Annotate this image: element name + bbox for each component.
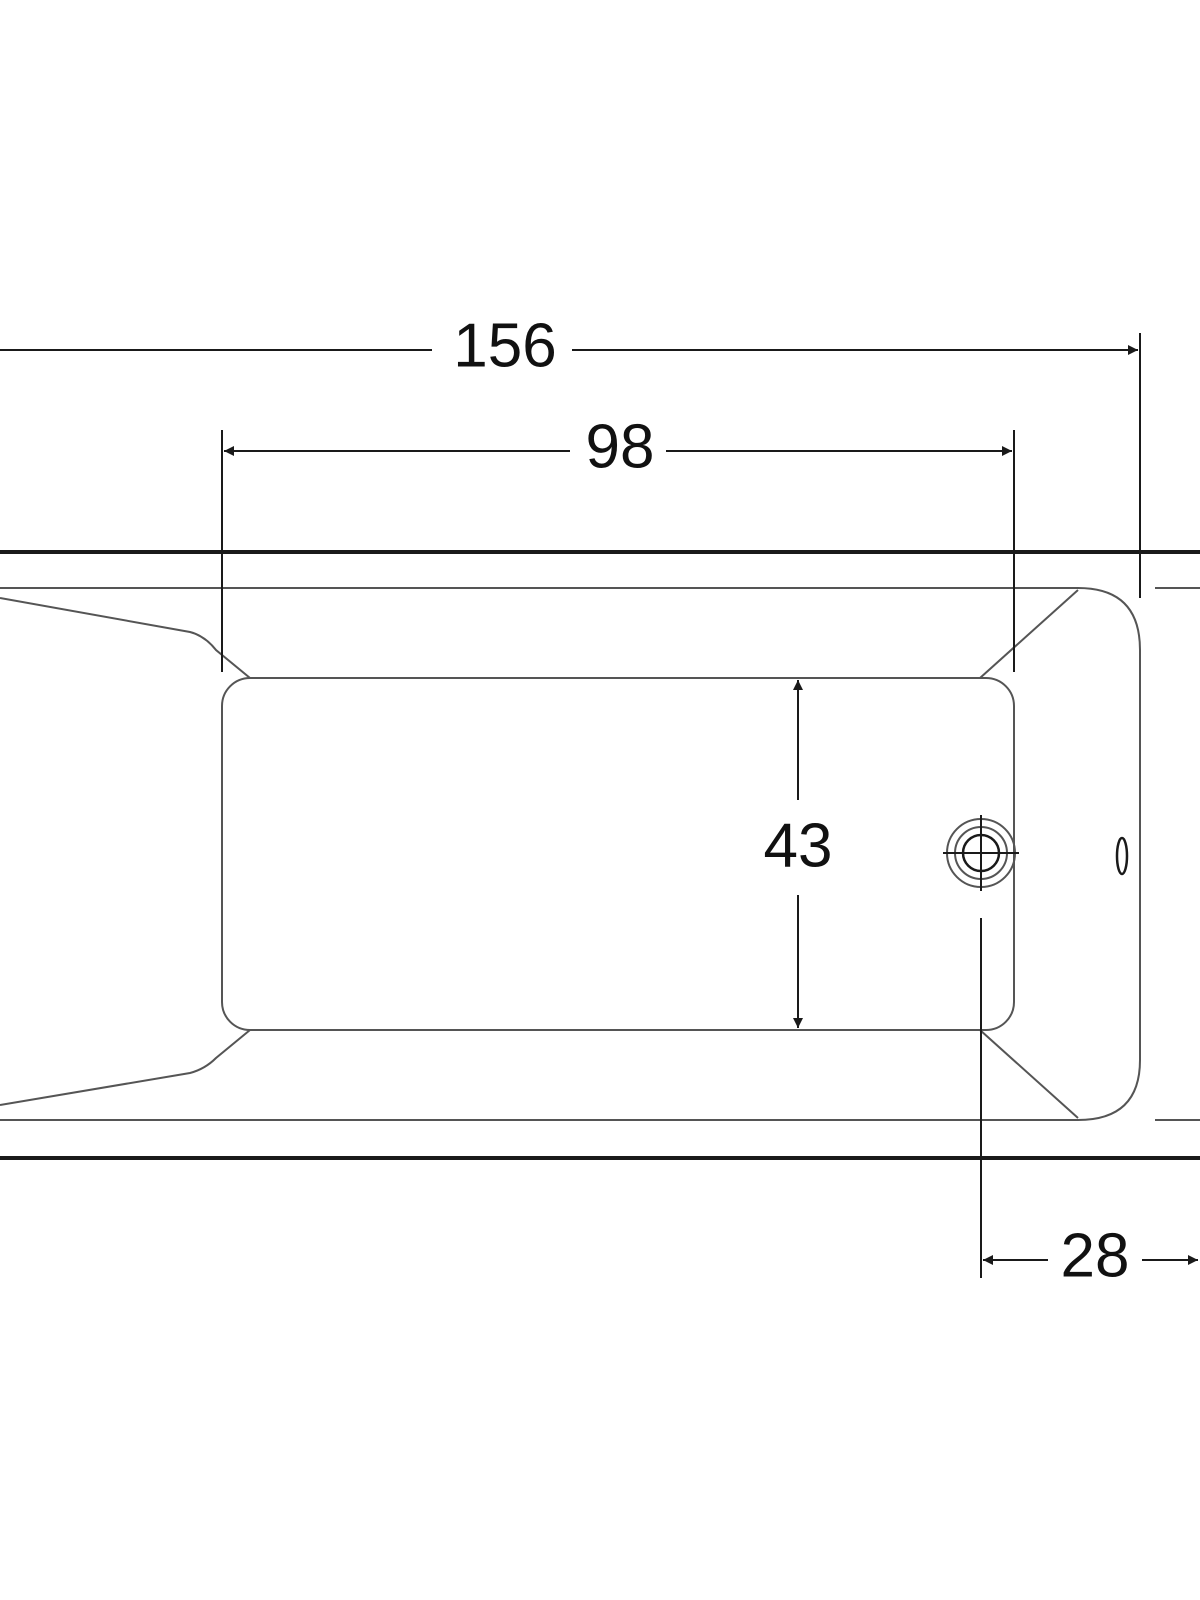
headrest-slope-top [0, 597, 251, 679]
overflow-icon [1115, 836, 1129, 876]
dimension-label-98: 98 [586, 412, 655, 481]
foot-chamfer-top [979, 589, 1079, 679]
dimension-label-43: 43 [764, 811, 833, 880]
tub-inner-rim [0, 587, 1141, 1121]
dimension-overall-length: 156 [0, 311, 1138, 380]
dimension-basin-length: 98 [224, 412, 1012, 481]
inner-basin [221, 677, 1015, 1031]
drain-icon [943, 815, 1019, 891]
dimension-label-156: 156 [453, 311, 556, 380]
dimension-drain-offset: 28 [983, 1221, 1198, 1290]
dimension-basin-width: 43 [764, 680, 833, 1028]
foot-chamfer-bottom [979, 1029, 1079, 1119]
dimension-label-28: 28 [1061, 1221, 1130, 1290]
headrest-slope-bottom [0, 1029, 251, 1106]
